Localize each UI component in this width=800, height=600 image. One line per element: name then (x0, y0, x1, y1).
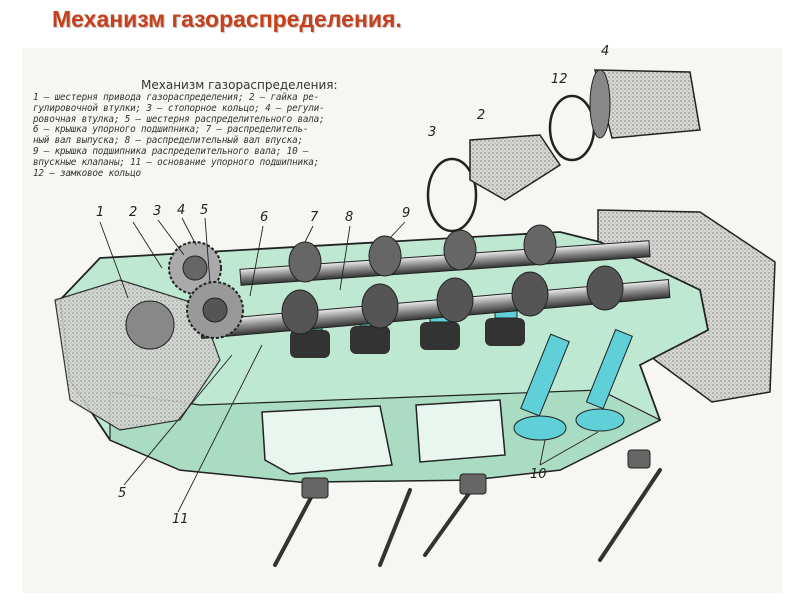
legend-line: гулировочной втулки; 3 — стопорное кольц… (33, 102, 325, 114)
callout-6: 6 (260, 210, 269, 225)
callout-12: 12 (551, 72, 568, 87)
callout-3: 3 (153, 204, 162, 219)
legend-line: впускные клапаны; 11 — основание упорног… (33, 156, 320, 168)
slide-title: Механизм газораспределения. (52, 6, 402, 32)
callout-2: 2 (129, 205, 138, 220)
callout-8: 8 (345, 210, 354, 225)
callout-leaders (99, 217, 599, 513)
legend-line: 1 — шестерня привода газораспределения; … (33, 92, 320, 103)
valve-springs (290, 318, 525, 358)
callout-4: 4 (177, 203, 186, 218)
bolt-heads (301, 449, 651, 499)
callout-3-exploded: 3 (428, 125, 437, 140)
port-opening (261, 405, 393, 475)
adjusting-nut (469, 134, 562, 201)
callout-5: 5 (200, 203, 209, 218)
adjusting-sleeve (594, 69, 701, 139)
callout-11: 11 (172, 512, 189, 527)
legend-line: 9 — крышка подшипника распределительного… (33, 145, 309, 157)
legend-line: 12 — замковое кольцо (33, 167, 141, 179)
callout-4-exploded: 4 (601, 44, 610, 59)
callout-1: 1 (96, 205, 105, 220)
figure-legend: 1 — шестерня привода газораспределения; … (33, 92, 405, 179)
callout-9: 9 (402, 206, 411, 221)
head-bolts (273, 468, 662, 567)
legend-line: ровочная втулка; 5 — шестерня распредели… (33, 113, 325, 125)
lock-ring (548, 94, 596, 162)
callout-5-lower: 5 (118, 486, 127, 501)
callout-7: 7 (310, 210, 319, 225)
legend-line: 6 — крышка упорного подшипника; 7 — расп… (33, 124, 309, 136)
figure-heading: Механизм газораспределения: (141, 78, 338, 92)
gear-housing (54, 279, 221, 431)
callout-10: 10 (530, 467, 547, 482)
intake-camshaft (199, 265, 671, 339)
camshaft-gears (125, 241, 244, 350)
legend-line: ный вал выпуска; 8 — распределительный в… (33, 135, 303, 147)
intake-valves (513, 328, 633, 441)
exploded-parts (426, 69, 701, 233)
port-opening (415, 399, 506, 463)
retaining-ring (426, 157, 478, 233)
callout-2-exploded: 2 (477, 108, 486, 123)
